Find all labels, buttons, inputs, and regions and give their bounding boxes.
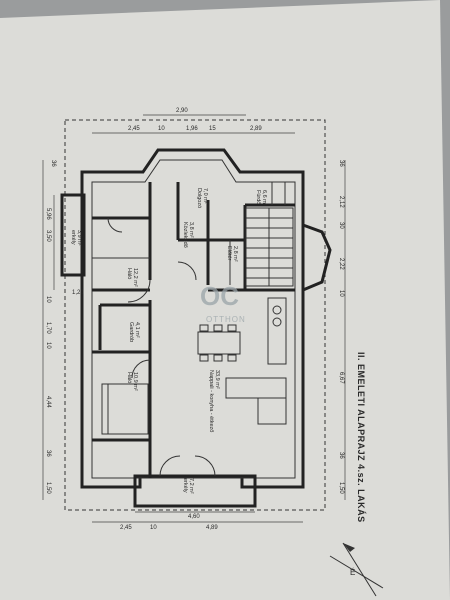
svg-text:4,1 m²: 4,1 m² (134, 322, 140, 338)
svg-text:33,9 m²: 33,9 m² (214, 370, 220, 389)
watermark-logo: OC OTTHON (200, 281, 246, 324)
room-label-bathroom: Fürdő 6,6 m² (255, 190, 267, 206)
svg-text:10: 10 (45, 296, 51, 303)
svg-text:1,20: 1,20 (72, 290, 84, 296)
site-boundary (64, 119, 326, 511)
right-bay (302, 223, 332, 292)
door-swings (107, 217, 216, 477)
room-label-bedroom-2: Háló 10,9 m² (126, 372, 138, 391)
svg-text:Előtér: Előtér (226, 246, 232, 261)
svg-text:3,9 m²: 3,9 m² (76, 230, 82, 246)
bed (101, 383, 149, 435)
dim-bottom-1: 2,45 (120, 525, 132, 531)
svg-text:2,12: 2,12 (338, 196, 344, 208)
kitchen-counters (225, 297, 287, 425)
svg-text:36: 36 (50, 160, 56, 167)
svg-text:10: 10 (338, 290, 344, 297)
room-label-corridor: Közlekedő 3,8 m² (182, 222, 194, 248)
svg-text:Dolgozó: Dolgozó (196, 188, 202, 208)
svg-text:Gardrób: Gardrób (128, 322, 134, 342)
svg-text:10: 10 (45, 342, 51, 349)
room-label-living: Nappali - konyha - étkező 33,9 m² (208, 370, 220, 432)
staircase (245, 207, 294, 287)
dim-top-outer: 2,90 (176, 108, 188, 114)
svg-text:Háló: Háló (126, 268, 132, 279)
svg-text:36: 36 (45, 450, 51, 457)
svg-text:2,8 m²: 2,8 m² (232, 246, 238, 262)
dining-table (197, 324, 241, 362)
svg-text:30: 30 (338, 222, 344, 229)
watermark-mark: OC (200, 281, 239, 311)
svg-text:6,6 m²: 6,6 m² (261, 190, 267, 206)
svg-text:36: 36 (338, 160, 344, 167)
dim-top-1: 2,45 (128, 126, 140, 132)
svg-text:1,50: 1,50 (338, 482, 344, 494)
svg-text:erkély: erkély (70, 230, 76, 245)
dim-top-2: 10 (158, 126, 165, 132)
room-label-hall: Előtér 2,8 m² (226, 246, 238, 262)
svg-text:7,2 m²: 7,2 m² (188, 478, 194, 494)
svg-text:3,8 m²: 3,8 m² (188, 222, 194, 238)
svg-text:Nappali - konyha - étkező: Nappali - konyha - étkező (208, 370, 214, 432)
svg-text:36: 36 (338, 452, 344, 459)
dim-top-5: 2,89 (250, 126, 262, 132)
room-label-bedroom-1: Háló 12,2 m² (126, 268, 138, 287)
svg-text:6,67: 6,67 (338, 372, 344, 384)
svg-text:1,50: 1,50 (45, 482, 51, 494)
svg-text:Fürdő: Fürdő (255, 190, 261, 204)
plan-title: II. EMELETI ALAPRAJZ 4.sz. LAKÁS (356, 352, 366, 523)
dimension-lines (42, 114, 346, 523)
dim-top-4: 15 (209, 126, 216, 132)
dim-bottom-mid: 4,60 (188, 514, 200, 520)
room-label-bottom-balcony: erkély 7,2 m² (182, 478, 194, 494)
room-label-left-balcony: erkély 3,9 m² (70, 230, 82, 246)
svg-text:7,0 m²: 7,0 m² (202, 188, 208, 204)
svg-text:5,96: 5,96 (45, 208, 51, 220)
left-balcony (60, 193, 86, 277)
watermark-text: OTTHON (206, 315, 246, 324)
svg-text:4,44: 4,44 (45, 396, 51, 408)
svg-text:2,22: 2,22 (338, 258, 344, 270)
north-label: É (350, 568, 355, 577)
dim-top-3: 1,96 (186, 126, 198, 132)
room-label-wardrobe: Gardrób 4,1 m² (128, 322, 140, 342)
svg-text:12,2 m²: 12,2 m² (132, 268, 138, 287)
svg-text:3,50: 3,50 (45, 230, 51, 242)
building-outline (80, 148, 305, 489)
svg-text:erkély: erkély (182, 478, 188, 493)
dim-left: 36 5,96 3,50 10 1,70 10 4,44 36 1,50 1,2… (45, 160, 84, 494)
svg-text:Közlekedő: Közlekedő (182, 222, 188, 248)
interior-walls (92, 182, 295, 478)
svg-text:1,70: 1,70 (45, 322, 51, 334)
north-arrow: É (329, 542, 384, 597)
svg-text:Háló: Háló (126, 372, 132, 383)
room-label-study: Dolgozó 7,0 m² (196, 188, 208, 208)
building-inner (91, 159, 296, 479)
svg-text:10,9 m²: 10,9 m² (132, 372, 138, 391)
dim-bottom-2: 10 (150, 525, 157, 531)
bottom-balcony (133, 474, 257, 508)
dim-right: 36 2,12 30 2,22 10 6,67 36 1,50 (338, 160, 344, 494)
dim-bottom-3: 4,89 (206, 525, 218, 531)
